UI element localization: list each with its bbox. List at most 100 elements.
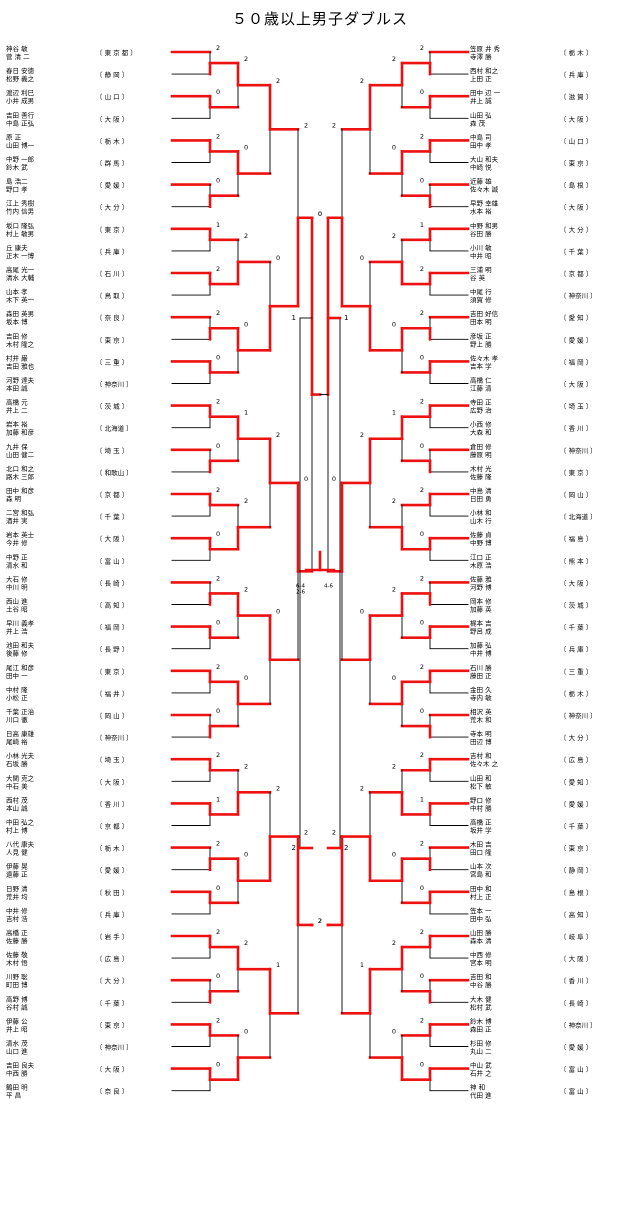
- team-names: 小林 和: [470, 508, 492, 517]
- team-prefecture: 〔 栃 木 〕: [96, 844, 128, 853]
- team-names: 島 浩二: [6, 177, 28, 186]
- match-score: 2: [216, 309, 220, 317]
- match-score: 0: [216, 619, 220, 627]
- team-names: 佐藤 貞: [470, 530, 492, 539]
- match-score: 2: [392, 762, 396, 770]
- team-prefecture: 〔 栃 木 〕: [560, 689, 592, 698]
- team-prefecture: 〔 京 都 〕: [96, 490, 128, 499]
- team-names: 高橋 仁: [470, 376, 492, 385]
- match-score: 2: [276, 784, 280, 792]
- team-prefecture: 〔 東 京 〕: [96, 335, 128, 344]
- match-score: 0: [216, 530, 220, 538]
- match-score: 0: [392, 851, 396, 859]
- team-names: 木村 光: [470, 464, 492, 473]
- team-partner: 村上 敏男: [6, 229, 34, 238]
- match-score: 2: [332, 829, 336, 837]
- team-names: 吉田 好信: [470, 309, 499, 318]
- match-score: 2: [244, 762, 248, 770]
- team-partner: 日田 勇: [470, 494, 492, 503]
- team-partner: 田口 隆: [470, 848, 492, 857]
- team-prefecture: 〔 大 分 〕: [560, 225, 592, 234]
- team-names: 西村 茂: [6, 795, 28, 804]
- team-prefecture: 〔 大 阪 〕: [96, 534, 128, 543]
- team-names: 小林 光夫: [6, 751, 35, 760]
- team-prefecture: 〔 兵 庫 〕: [96, 247, 128, 256]
- team-names: 吉田 和: [470, 972, 492, 981]
- team-prefecture: 〔 東 京 〕: [560, 468, 592, 477]
- semifinal-score: 2: [292, 844, 296, 852]
- match-score: 2: [360, 77, 364, 85]
- team-names: 野口 修: [470, 795, 492, 804]
- match-score: 2: [420, 132, 424, 140]
- match-score: 2: [216, 44, 220, 52]
- team-prefecture: 〔 大 阪 〕: [96, 1065, 128, 1074]
- team-partner: 宮島 和: [470, 870, 492, 879]
- match-score: 0: [216, 88, 220, 96]
- team-names: 大木 健: [470, 994, 492, 1003]
- team-names: 池田 和夫: [6, 641, 35, 650]
- match-score: 2: [392, 939, 396, 947]
- team-names: 田中 和: [470, 884, 492, 893]
- team-partner: 清水 和: [6, 560, 28, 569]
- match-score: 2: [304, 121, 308, 129]
- match-score: 2: [304, 829, 308, 837]
- team-prefecture: 〔 大 分 〕: [96, 976, 128, 985]
- match-score: 0: [420, 884, 424, 892]
- team-partner: 宮本 明: [470, 958, 492, 967]
- match-score: 1: [420, 221, 424, 229]
- match-score: 0: [216, 884, 220, 892]
- team-prefecture: 〔 奈 良 〕: [96, 313, 128, 322]
- match-score: 0: [244, 674, 248, 682]
- match-score: 1: [216, 795, 220, 803]
- team-names: 笠本 一: [470, 906, 492, 915]
- team-partner: 清水 大輔: [6, 273, 35, 282]
- team-prefecture: 〔 千 葉 〕: [560, 623, 592, 632]
- match-score: 0: [216, 177, 220, 185]
- match-score: 2: [392, 585, 396, 593]
- team-partner: 吉村 浩: [6, 914, 28, 923]
- match-score: 0: [392, 674, 396, 682]
- match-score: 1: [360, 961, 364, 969]
- match-score: 2: [420, 574, 424, 582]
- team-names: 中島 清: [470, 486, 492, 495]
- team-prefecture: 〔 千 葉 〕: [96, 512, 128, 521]
- team-partner: 本田 誠: [6, 384, 28, 393]
- team-prefecture: 〔 神奈川 〕: [96, 1043, 133, 1052]
- match-score: 2: [360, 431, 364, 439]
- match-score: 0: [420, 619, 424, 627]
- match-score: 0: [318, 210, 322, 218]
- team-partner: 中島 正弘: [6, 118, 35, 127]
- team-prefecture: 〔 愛 媛 〕: [560, 335, 592, 344]
- team-names: 山本 次: [470, 862, 492, 871]
- team-partner: 野上 勝: [470, 339, 492, 348]
- team-partner: 野呂 成: [470, 627, 492, 636]
- team-prefecture: 〔 広 島 〕: [560, 755, 592, 764]
- team-names: 早川 義孝: [6, 619, 35, 628]
- team-names: 鶴田 明: [6, 1083, 28, 1092]
- match-score: 0: [216, 353, 220, 361]
- team-names: 千葉 正治: [6, 707, 35, 716]
- team-prefecture: 〔 福 岡 〕: [96, 623, 128, 632]
- team-names: 吉田 良夫: [6, 1061, 35, 1070]
- match-score: 1: [244, 409, 248, 417]
- match-score: 1: [420, 795, 424, 803]
- team-prefecture: 〔 愛 知 〕: [560, 777, 592, 786]
- team-partner: 山口 進: [6, 1047, 28, 1056]
- team-prefecture: 〔 高 知 〕: [96, 601, 128, 610]
- team-names: 岡本 修: [470, 597, 492, 606]
- team-partner: 谷村 誠: [6, 1002, 28, 1011]
- team-partner: 田辺 博: [470, 737, 492, 746]
- team-partner: 菅 清 二: [6, 52, 30, 61]
- team-names: 渡辺 利巳: [6, 88, 35, 97]
- team-partner: 今井 修: [6, 538, 28, 547]
- team-partner: 水本 裕: [470, 207, 492, 216]
- team-partner: 後藤 修: [6, 649, 28, 658]
- team-partner: 小井 成男: [6, 96, 34, 105]
- team-prefecture: 〔 京 都 〕: [96, 822, 128, 831]
- team-prefecture: 〔 愛 媛 〕: [96, 181, 128, 190]
- team-names: 二宮 和弘: [6, 508, 35, 517]
- match-score: 2: [276, 77, 280, 85]
- team-names: 河野 達夫: [6, 376, 35, 385]
- team-prefecture: 〔 群 馬 〕: [96, 159, 128, 168]
